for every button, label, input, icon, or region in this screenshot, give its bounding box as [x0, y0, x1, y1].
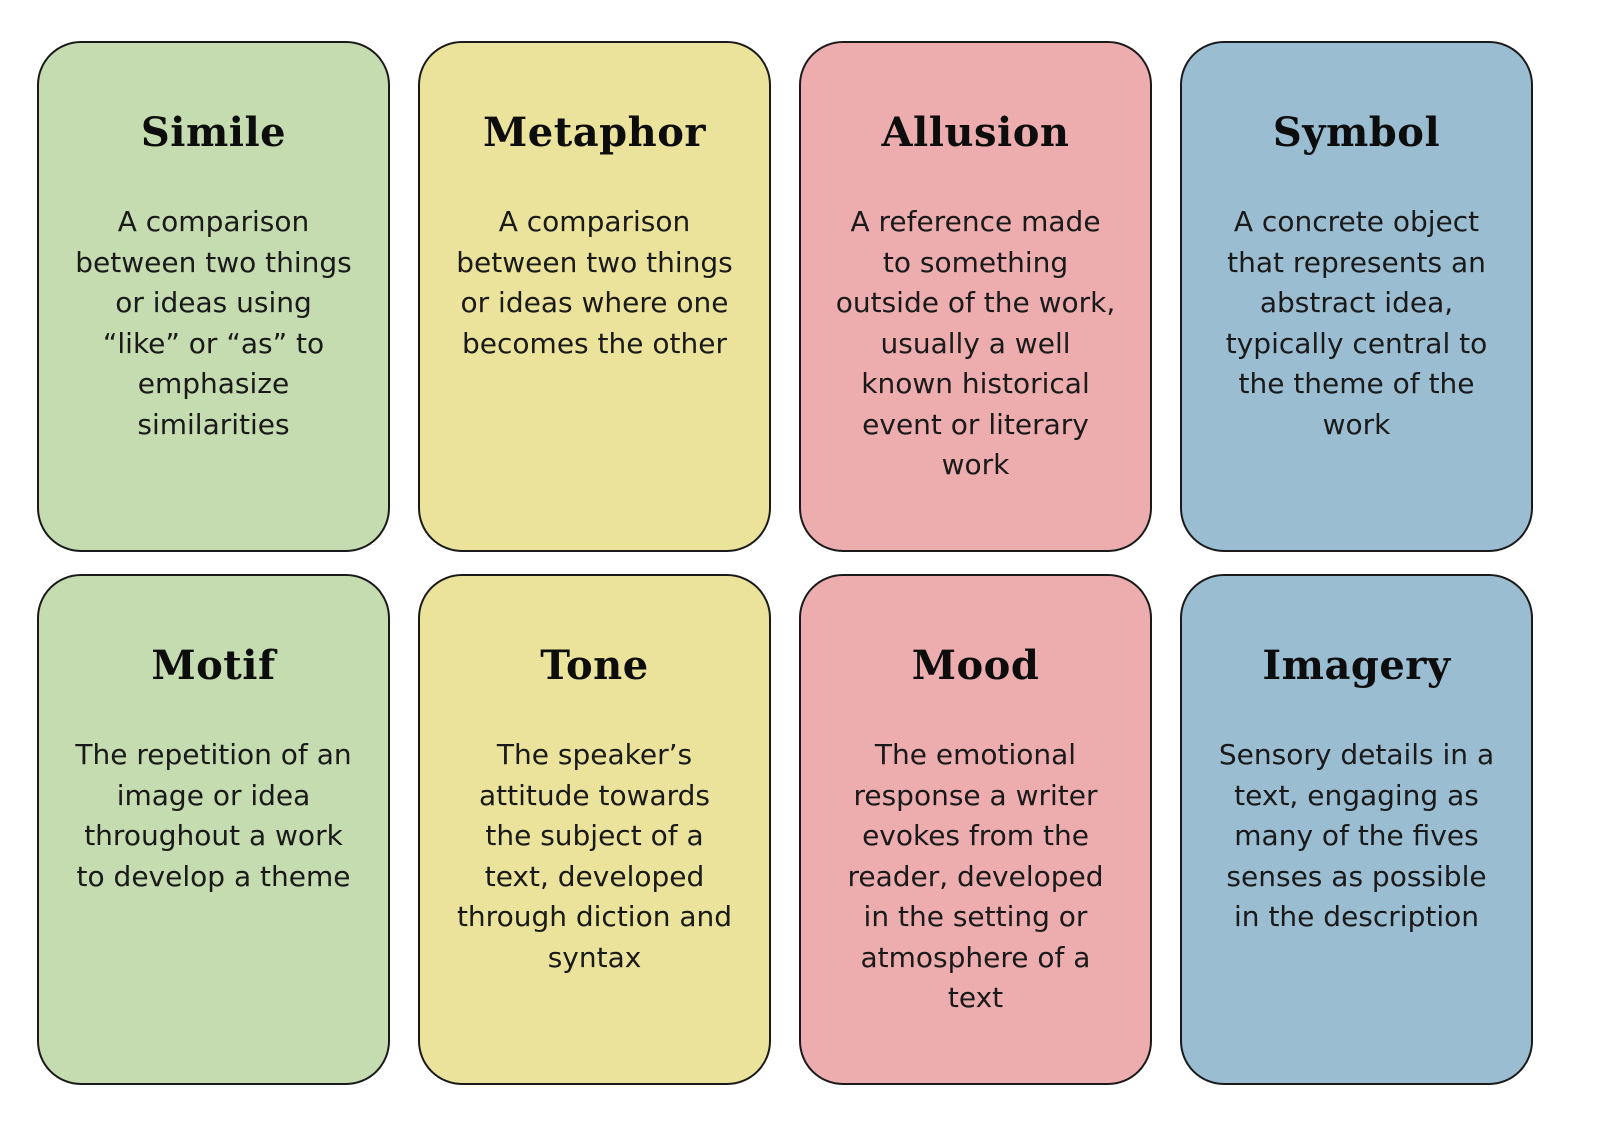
- card-allusion: Allusion A reference made to something o…: [799, 41, 1152, 552]
- card-definition: A comparison between two things or ideas…: [456, 205, 733, 360]
- card-metaphor: Metaphor A comparison between two things…: [418, 41, 771, 552]
- card-title: Mood: [911, 642, 1040, 689]
- card-definition: The emotional response a writer evokes f…: [847, 738, 1104, 1014]
- card-title: Tone: [540, 642, 649, 689]
- card-definition: A comparison between two things or ideas…: [75, 205, 352, 441]
- card-definition: A concrete object that represents an abs…: [1225, 205, 1488, 441]
- card-definition: The speaker’s attitude towards the subje…: [456, 738, 733, 974]
- card-mood: Mood The emotional response a writer evo…: [799, 574, 1152, 1085]
- card-title: Imagery: [1262, 642, 1451, 689]
- card-tone: Tone The speaker’s attitude towards the …: [418, 574, 771, 1085]
- card-title: Allusion: [881, 109, 1070, 156]
- card-simile: Simile A comparison between two things o…: [37, 41, 390, 552]
- card-title: Metaphor: [483, 109, 706, 156]
- card-definition: Sensory details in a text, engaging as m…: [1218, 738, 1495, 933]
- card-definition: A reference made to something outside of…: [835, 205, 1116, 481]
- card-motif: Motif The repetition of an image or idea…: [37, 574, 390, 1085]
- card-imagery: Imagery Sensory details in a text, engag…: [1180, 574, 1533, 1085]
- card-symbol: Symbol A concrete object that represents…: [1180, 41, 1533, 552]
- card-title: Motif: [151, 642, 276, 689]
- card-title: Symbol: [1272, 109, 1441, 156]
- literary-terms-grid: Simile A comparison between two things o…: [37, 41, 1533, 1085]
- card-title: Simile: [140, 109, 287, 156]
- card-definition: The repetition of an image or idea throu…: [75, 738, 352, 893]
